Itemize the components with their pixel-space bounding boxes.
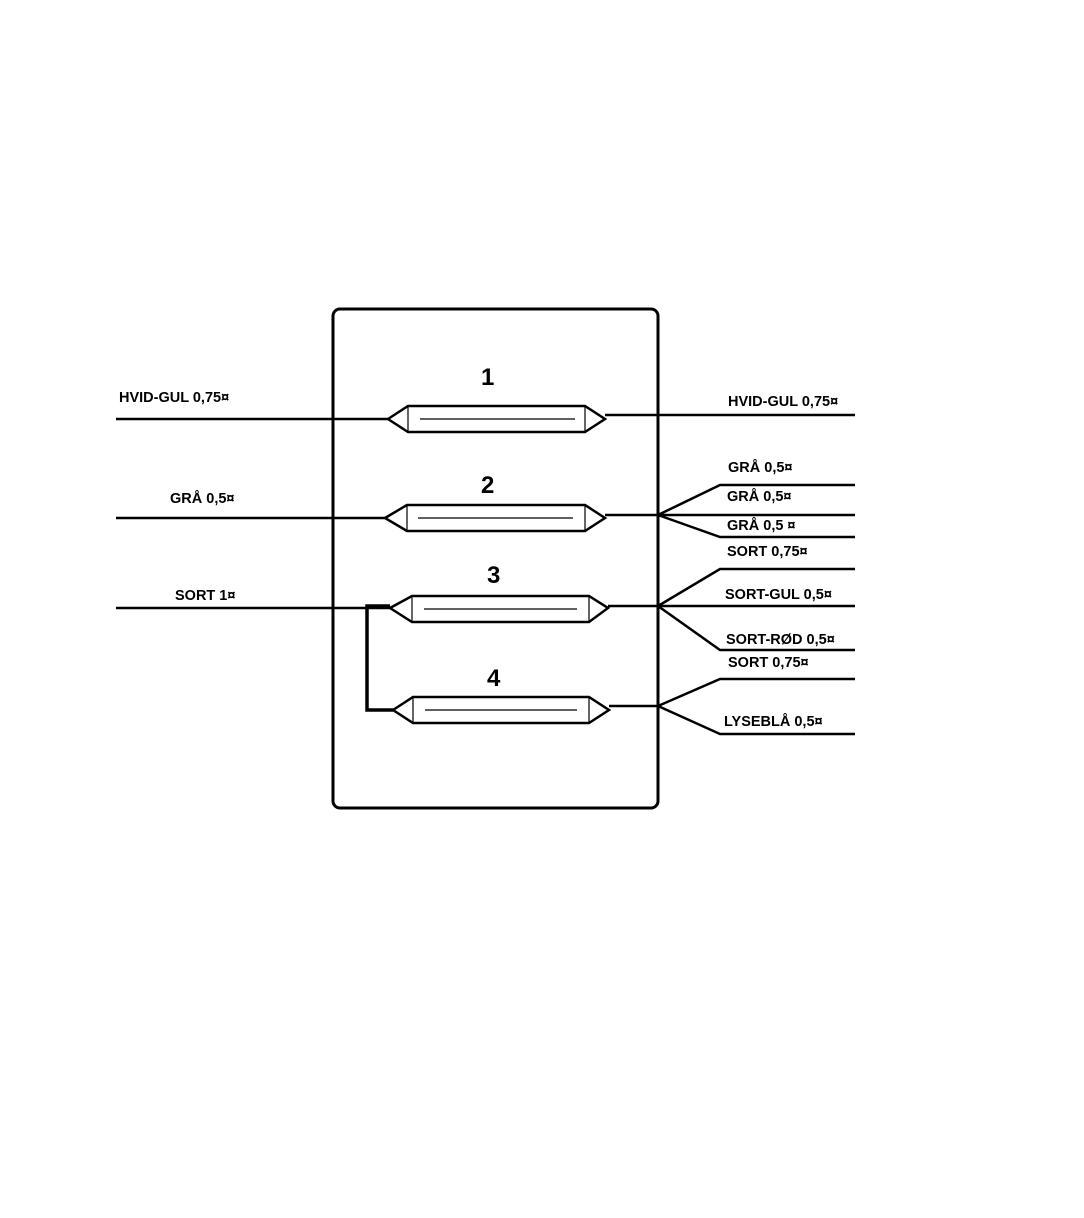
- label-right-lysebla: LYSEBLÅ 0,5¤: [724, 713, 823, 730]
- label-right-sort-gul: SORT-GUL 0,5¤: [725, 587, 832, 603]
- label-right-gra-1: GRÅ 0,5¤: [728, 459, 792, 476]
- fuse-4: [390, 677, 855, 736]
- fuse-1-number: 1: [481, 364, 494, 391]
- wire-right-gra-1: [657, 483, 855, 517]
- label-left-sort: SORT 1¤: [175, 588, 235, 604]
- label-right-gra-2: GRÅ 0,5¤: [727, 488, 791, 505]
- label-right-sort-rod: SORT-RØD 0,5¤: [726, 632, 835, 648]
- wire-right-sort-075-a: [657, 567, 855, 608]
- fuse-4-number: 4: [487, 665, 501, 692]
- fuse-box-frame: [331, 307, 660, 810]
- fuse-2: [116, 483, 855, 539]
- label-left-hvid-gul: HVID-GUL 0,75¤: [119, 390, 229, 406]
- label-right-hvid-gul: HVID-GUL 0,75¤: [728, 394, 838, 410]
- label-right-sort-075-b: SORT 0,75¤: [728, 655, 809, 671]
- label-right-gra-3: GRÅ 0,5 ¤: [727, 517, 796, 534]
- fuse-1: [116, 404, 855, 434]
- fuse-2-number: 2: [481, 472, 494, 499]
- wire-right-gra-3: [657, 513, 855, 539]
- fuse-3-number: 3: [487, 562, 500, 589]
- wire-right-sort-075-b: [657, 677, 855, 708]
- fuse-3: [116, 567, 855, 652]
- bridge-wire: [365, 604, 393, 712]
- label-left-gra: GRÅ 0,5¤: [170, 490, 234, 507]
- label-right-sort-075-a: SORT 0,75¤: [727, 544, 808, 560]
- wire-right-lysebla: [657, 704, 855, 736]
- wire-right-sort-rod: [657, 604, 855, 652]
